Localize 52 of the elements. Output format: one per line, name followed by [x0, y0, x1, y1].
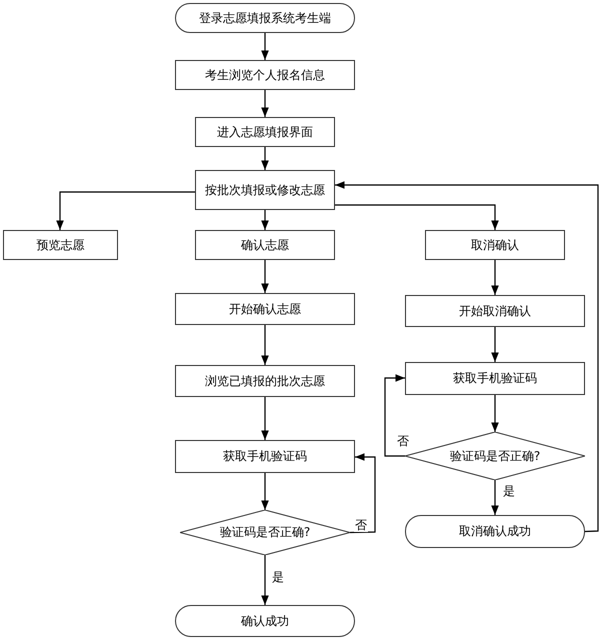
arrow — [350, 453, 376, 534]
process-box — [425, 230, 565, 260]
process-box — [195, 230, 335, 260]
node-label: 取消确认成功 — [459, 523, 531, 540]
node-label: 开始取消确认 — [459, 302, 531, 320]
arrow — [491, 395, 499, 432]
arrow — [335, 181, 599, 532]
node-label: 开始确认志愿 — [229, 300, 301, 318]
edge-label: 是 — [271, 570, 285, 584]
node-label: 确认成功 — [241, 612, 289, 630]
node-label: 考生浏览个人报名信息 — [205, 66, 325, 84]
arrow — [491, 480, 499, 515]
process-box — [175, 60, 355, 90]
process-box — [405, 362, 585, 395]
arrow — [491, 327, 499, 362]
edge-label: 否 — [354, 518, 368, 532]
arrow — [491, 260, 499, 295]
node-label: 进入志愿填报界面 — [217, 124, 313, 140]
process-box — [405, 295, 585, 327]
node-label: 预览志愿 — [36, 236, 84, 254]
arrow — [261, 555, 269, 605]
node-label: 验证码是否正确? — [220, 524, 310, 541]
node-label: 获取手机验证码 — [223, 448, 307, 465]
arrow — [261, 260, 269, 293]
arrow — [261, 210, 269, 230]
process-box — [195, 170, 335, 210]
process-box — [175, 293, 355, 325]
edge-label: 是 — [502, 484, 516, 498]
arrow — [261, 147, 269, 170]
process-box — [175, 365, 355, 397]
node-label: 获取手机验证码 — [453, 370, 537, 387]
node-label: 取消确认 — [471, 236, 519, 254]
node-label: 浏览已填报的批次志愿 — [205, 372, 325, 390]
arrow — [261, 33, 269, 60]
terminal-box — [175, 605, 355, 637]
arrow — [261, 473, 269, 510]
arrow — [384, 374, 405, 457]
process-box — [195, 117, 335, 147]
terminal-box — [175, 3, 355, 33]
decision-diamond — [180, 510, 350, 555]
arrow — [261, 397, 269, 440]
node-label: 确认志愿 — [241, 236, 289, 254]
node-label: 验证码是否正确? — [450, 448, 540, 464]
process-box — [175, 440, 355, 473]
process-box — [3, 230, 118, 260]
arrow — [261, 325, 269, 365]
arrow — [261, 90, 269, 117]
arrow — [56, 191, 195, 230]
arrow — [335, 204, 499, 230]
terminal-box — [405, 515, 585, 548]
node-label: 登录志愿填报系统考生端 — [199, 10, 331, 26]
node-label: 按批次填报或修改志愿 — [205, 182, 325, 198]
